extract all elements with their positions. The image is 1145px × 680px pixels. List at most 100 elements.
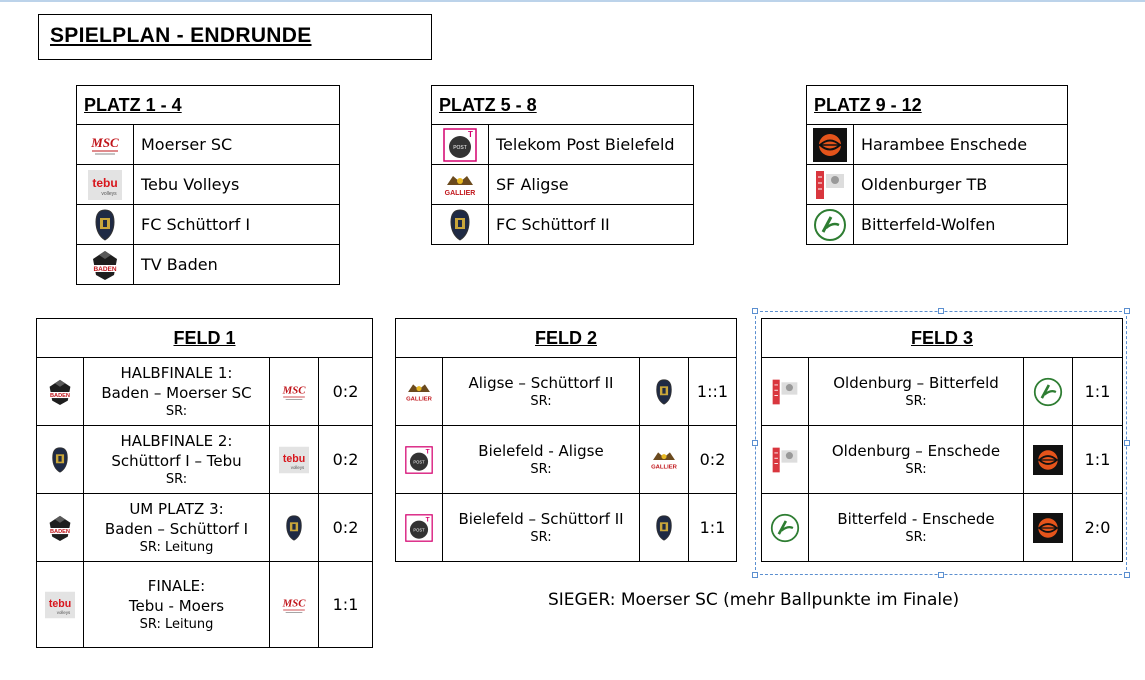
match-referee: SR: [165, 472, 188, 487]
tv-baden-logo-icon: BADEN [49, 379, 71, 405]
selection-frame[interactable] [752, 308, 1130, 578]
winner-text: SIEGER: Moerser SC (mehr Ballpunkte im F… [548, 590, 960, 610]
page-title: SPIELPLAN - ENDRUNDE [50, 24, 312, 47]
match-teams: Oldenburg – Enschede [831, 442, 1001, 460]
team-name: Moerser SC [133, 124, 340, 165]
svg-text:POST: POST [413, 527, 425, 532]
sf-aligse-logo-icon: GALLIER [445, 175, 476, 197]
msc-logo-icon: MSC [282, 384, 307, 400]
field-table-3: FELD 3 Oldenburg – Bitterfeld SR: 1:1 Ol… [761, 318, 1123, 562]
svg-text:T: T [426, 516, 430, 523]
team-name: Telekom Post Bielefeld [488, 124, 694, 165]
svg-text:MSC: MSC [90, 135, 119, 150]
tv-baden-logo-icon: BADEN [93, 250, 117, 280]
match-teams: Aligse – Schüttorf II [468, 374, 614, 392]
match-referee: SR: [905, 530, 927, 545]
svg-text:volleys: volleys [291, 464, 305, 469]
bitterfeld-logo-icon [814, 208, 846, 241]
ruler-line [0, 0, 1145, 2]
resize-handle[interactable] [1124, 572, 1130, 578]
match-score: 1:1 [318, 561, 373, 648]
match-teams: Oldenburg – Bitterfeld [833, 374, 999, 392]
fc-schuettorf-logo-icon [656, 378, 672, 405]
match-score: 2:0 [1072, 493, 1123, 562]
svg-text:tebu: tebu [283, 452, 305, 464]
fc-schuettorf-logo-icon [286, 514, 302, 541]
team-name: Bitterfeld-Wolfen [853, 204, 1068, 245]
svg-text:MSC: MSC [282, 384, 307, 396]
group-header: PLATZ 9 - 12 [806, 85, 1068, 125]
match-row: GALLIER Aligse – Schüttorf II SR: 1::1 [395, 357, 737, 426]
match-teams: Schüttorf I – Tebu [111, 452, 242, 470]
match-teams: Bitterfeld - Enschede [837, 510, 995, 528]
team-row: BADEN TV Baden [76, 244, 340, 285]
resize-handle[interactable] [752, 572, 758, 578]
match-row: HALBFINALE 2: Schüttorf I – Tebu SR: teb… [36, 425, 373, 494]
match-row: Oldenburg – Bitterfeld SR: 1:1 [761, 357, 1123, 426]
team-name: Harambee Enschede [853, 124, 1068, 165]
match-referee: SR: [905, 394, 927, 409]
team-row: MSC Moerser SC [76, 124, 340, 165]
team-row: Bitterfeld-Wolfen [806, 204, 1068, 245]
svg-text:POST: POST [453, 145, 467, 151]
match-row: Bitterfeld - Enschede SR: 2:0 [761, 493, 1123, 562]
match-referee: SR: Leitung [139, 540, 214, 555]
oldenburger-tb-logo-icon [772, 379, 798, 404]
harambee-logo-icon [1033, 444, 1063, 475]
resize-handle[interactable] [938, 572, 944, 578]
resize-handle[interactable] [752, 308, 758, 314]
harambee-logo-icon [1033, 512, 1063, 543]
resize-handle[interactable] [1124, 440, 1130, 446]
msc-logo-icon: MSC [90, 135, 119, 154]
match-score: 0:2 [318, 357, 373, 426]
svg-text:volleys: volleys [57, 609, 71, 614]
resize-handle[interactable] [752, 440, 758, 446]
resize-handle[interactable] [1124, 308, 1130, 314]
match-score: 0:2 [688, 425, 737, 494]
svg-text:GALLIER: GALLIER [651, 464, 678, 470]
field-table-2: FELD 2 GALLIER Aligse – Schüttorf II SR:… [395, 318, 737, 562]
harambee-logo-icon [813, 127, 847, 162]
match-referee: SR: [165, 404, 188, 419]
fc-schuettorf-logo-icon [95, 208, 115, 241]
match-row: BADEN UM PLATZ 3: Baden – Schüttorf I SR… [36, 493, 373, 562]
match-teams: Bielefeld - Aligse [478, 442, 604, 460]
match-teams: Baden – Moerser SC [101, 384, 252, 402]
team-row: FC Schüttorf II [431, 204, 694, 245]
svg-text:MSC: MSC [282, 597, 307, 609]
svg-text:BADEN: BADEN [50, 393, 70, 399]
field-table-1: FELD 1 BADEN HALBFINALE 1: Baden – Moers… [36, 318, 373, 648]
match-referee: SR: [530, 530, 552, 545]
match-referee: SR: Leitung [139, 617, 214, 632]
match-referee: SR: [530, 462, 552, 477]
svg-text:T: T [426, 448, 430, 455]
svg-text:GALLIER: GALLIER [445, 190, 476, 197]
match-teams: Tebu - Moers [128, 597, 225, 615]
team-row: Oldenburger TB [806, 164, 1068, 205]
resize-handle[interactable] [938, 308, 944, 314]
match-score: 0:2 [318, 493, 373, 562]
team-name: Tebu Volleys [133, 164, 340, 205]
svg-text:POST: POST [413, 459, 425, 464]
match-score: 1:1 [1072, 425, 1123, 494]
team-row: GALLIER SF Aligse [431, 164, 694, 205]
match-label: UM PLATZ 3: [129, 500, 224, 518]
svg-text:tebu: tebu [49, 597, 71, 609]
sf-aligse-logo-icon: GALLIER [406, 383, 433, 402]
team-name: FC Schüttorf I [141, 215, 251, 234]
match-referee: SR: [530, 394, 552, 409]
team-name: SF Aligse [496, 175, 569, 194]
field-header: FELD 1 [36, 318, 373, 358]
